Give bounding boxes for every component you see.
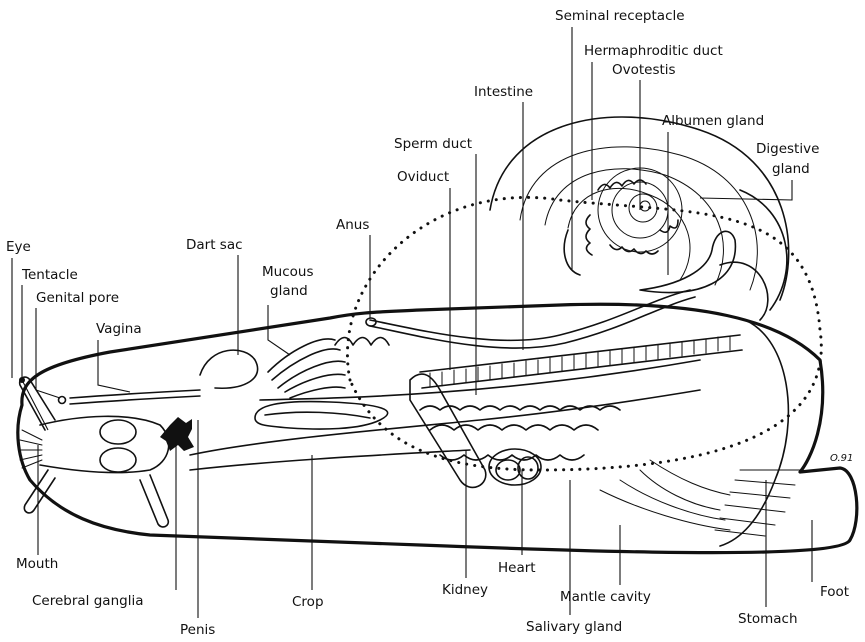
label-stomach: Stomach [738,611,798,627]
label-vagina: Vagina [96,321,142,337]
label-sperm-duct: Sperm duct [394,136,472,152]
label-foot: Foot [820,584,849,600]
label-cerebral-ganglia: Cerebral ganglia [32,593,143,609]
label-oviduct: Oviduct [397,169,449,185]
label-salivary-gland: Salivary gland [526,619,622,635]
label-heart: Heart [498,560,536,576]
label-albumen-gland: Albumen gland [662,113,764,129]
label-anus: Anus [336,217,369,233]
label-digestive-gland-1: Digestive [756,141,819,157]
label-mucous-gland-2: gland [270,283,308,299]
shell-spiral [490,117,789,320]
label-mantle-cavity: Mantle cavity [560,589,651,605]
label-mucous-gland-1: Mucous [262,264,313,280]
label-penis: Penis [180,622,215,638]
body-foot [18,304,857,552]
label-dart-sac: Dart sac [186,237,243,253]
label-ovotestis: Ovotestis [612,62,676,78]
label-digestive-gland-2: gland [772,161,810,177]
watermark-text: O.91 [830,453,853,464]
label-eye: Eye [6,239,31,255]
label-intestine: Intestine [474,84,533,100]
label-hermaphroditic-duct: Hermaphroditic duct [584,43,723,59]
label-kidney: Kidney [442,582,488,598]
label-crop: Crop [292,594,324,610]
label-tentacle: Tentacle [21,267,78,283]
label-genital-pore: Genital pore [36,290,119,306]
label-mouth: Mouth [16,556,58,572]
label-seminal-receptacle: Seminal receptacle [555,8,685,24]
